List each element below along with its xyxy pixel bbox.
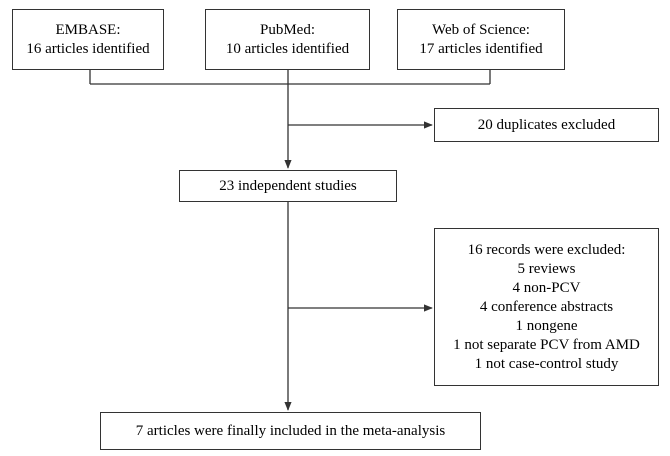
- source-embase-name: EMBASE:: [55, 21, 121, 38]
- source-pubmed-box: PubMed: 10 articles identified: [205, 9, 370, 70]
- source-pubmed-count: 10 articles identified: [225, 40, 350, 57]
- source-pubmed-name: PubMed:: [259, 21, 315, 38]
- excluded-item: 5 reviews: [517, 260, 576, 277]
- independent-studies-label: 23 independent studies: [219, 177, 357, 194]
- excluded-item: 4 conference abstracts: [479, 298, 614, 315]
- duplicates-label: 20 duplicates excluded: [477, 116, 616, 133]
- source-wos-box: Web of Science: 17 articles identified: [397, 9, 565, 70]
- source-wos-name: Web of Science:: [432, 21, 530, 38]
- excluded-item: 4 non-PCV: [512, 279, 581, 296]
- source-embase-box: EMBASE: 16 articles identified: [12, 9, 164, 70]
- duplicates-box: 20 duplicates excluded: [434, 108, 659, 142]
- excluded-box: 16 records were excluded: 5 reviews 4 no…: [434, 228, 659, 386]
- source-wos-count: 17 articles identified: [419, 40, 543, 57]
- final-label: 7 articles were finally included in the …: [135, 422, 446, 439]
- excluded-title: 16 records were excluded:: [467, 241, 626, 258]
- independent-studies-box: 23 independent studies: [179, 170, 397, 202]
- source-embase-count: 16 articles identified: [26, 40, 150, 57]
- final-box: 7 articles were finally included in the …: [100, 412, 481, 450]
- excluded-item: 1 not case-control study: [474, 355, 619, 372]
- excluded-item: 1 nongene: [515, 317, 578, 334]
- excluded-item: 1 not separate PCV from AMD: [453, 336, 640, 353]
